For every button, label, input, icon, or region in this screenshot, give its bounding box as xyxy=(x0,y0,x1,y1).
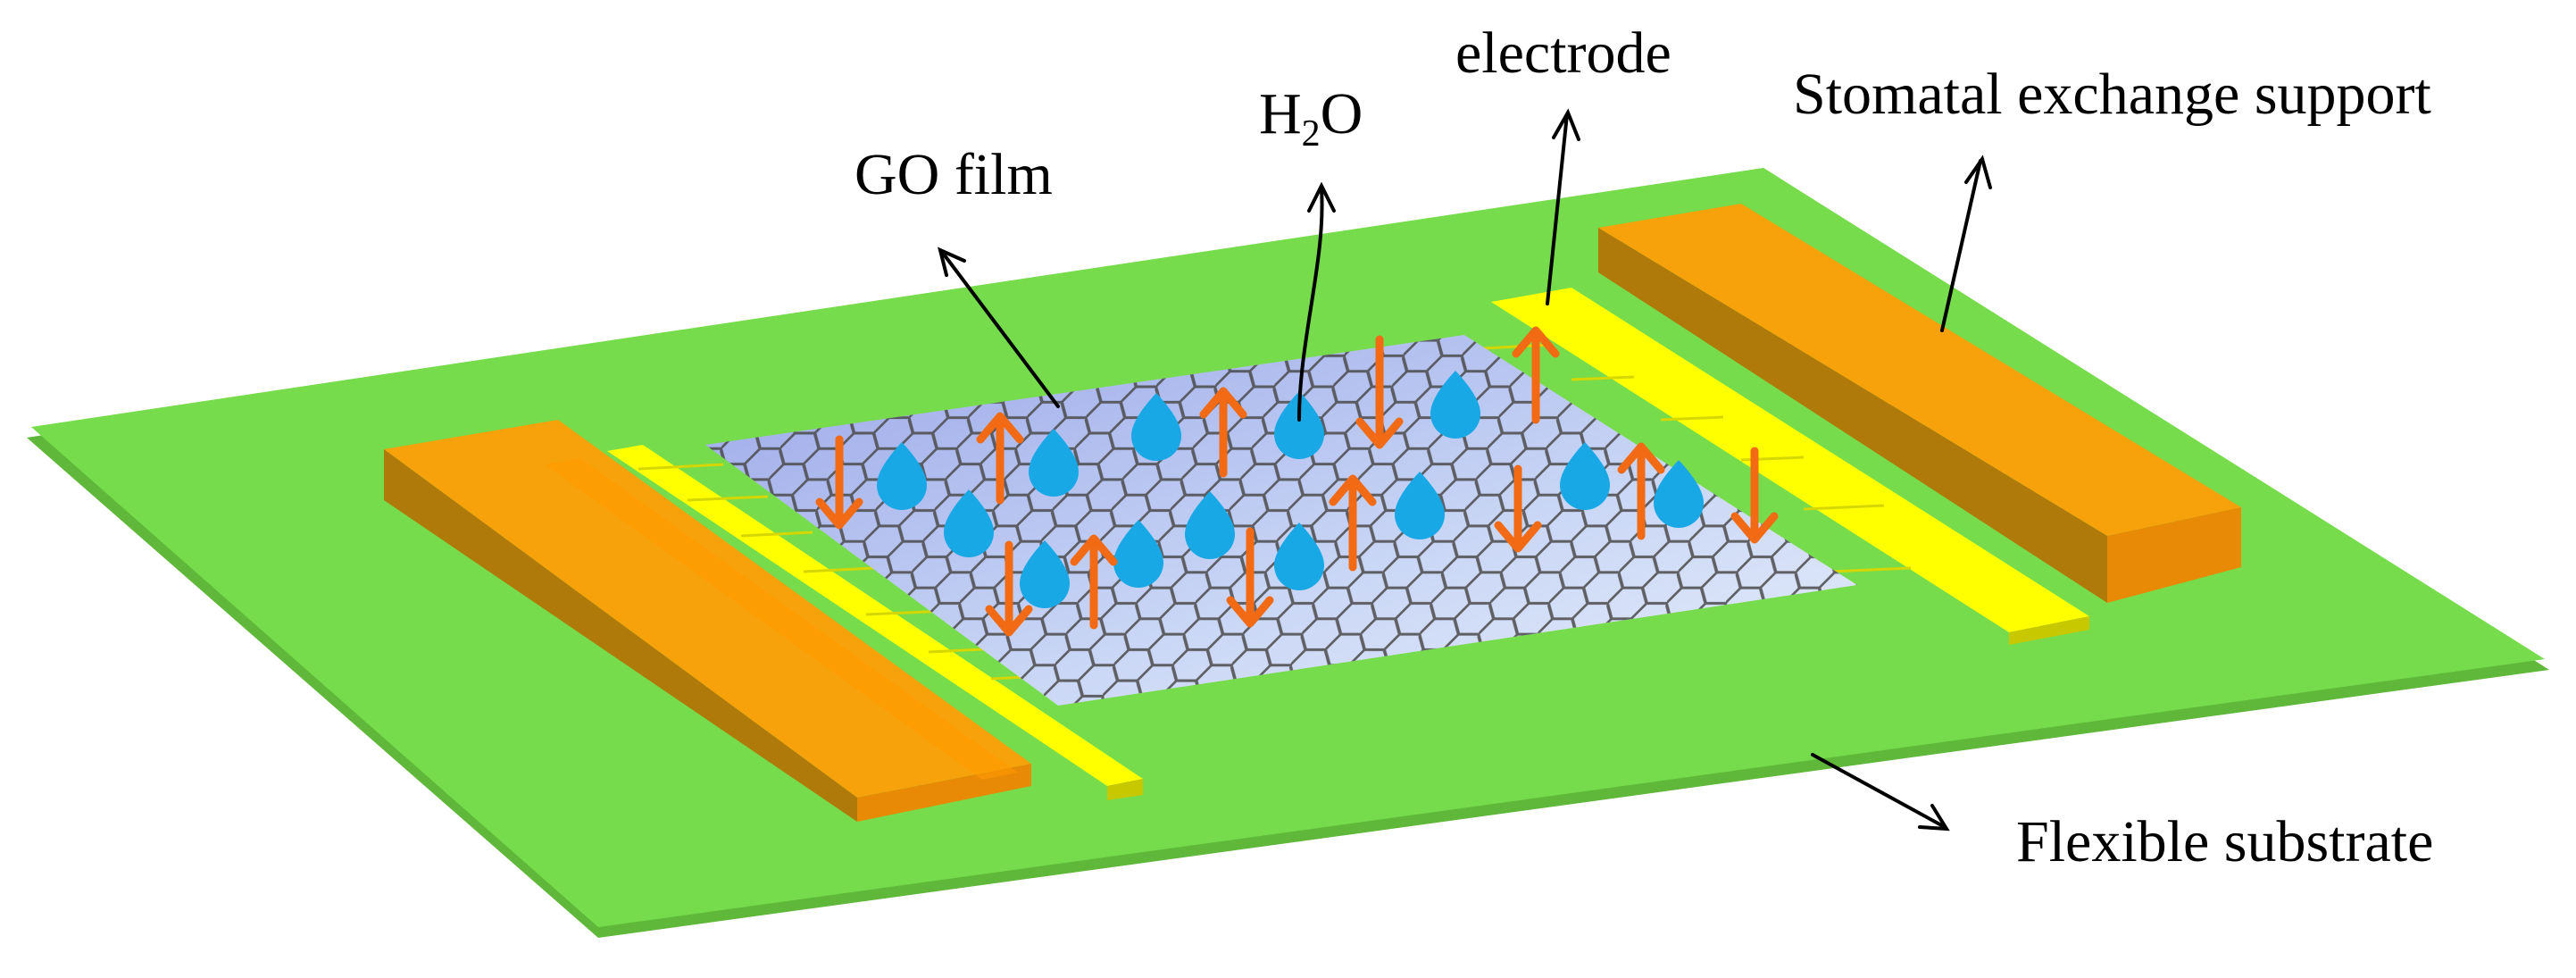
arrow-up-icon xyxy=(1512,326,1560,424)
electrode-leader-arrow xyxy=(1546,108,1580,305)
water-drops xyxy=(877,371,1704,608)
h2o-label-subscript: 2 xyxy=(1301,113,1321,155)
water-drop-icon xyxy=(1029,429,1079,497)
go-film-label: GO film xyxy=(854,142,1053,207)
h2o-leader-arrow xyxy=(1297,181,1336,422)
arrow-up-icon xyxy=(1199,387,1247,478)
water-drop-icon xyxy=(1395,472,1445,539)
flexible-substrate-label: Flexible substrate xyxy=(2016,809,2434,874)
arrow-up-icon xyxy=(1070,534,1118,630)
arrow-down-icon xyxy=(1355,335,1404,449)
arrow-down-icon xyxy=(1494,464,1542,553)
h2o-label-tail: O xyxy=(1320,81,1363,146)
arrow-up-icon xyxy=(1617,442,1665,540)
substrate-leader-arrow xyxy=(1811,753,1950,832)
h2o-label: H2O xyxy=(1259,85,1363,155)
left-stomatal-support xyxy=(384,420,1031,822)
water-drop-icon xyxy=(877,442,927,510)
water-drop-icon xyxy=(1113,520,1163,588)
electrode-label: electrode xyxy=(1455,21,1671,86)
arrow-down-icon xyxy=(1226,527,1274,628)
water-drop-icon xyxy=(944,489,994,557)
water-drop-icon xyxy=(1131,393,1181,461)
arrow-down-icon xyxy=(1730,447,1779,544)
arrow-down-icon xyxy=(985,540,1033,637)
stomatal-leader-arrow xyxy=(1940,155,1992,332)
water-drop-icon xyxy=(1274,391,1324,459)
h2o-label-main: H xyxy=(1259,81,1302,146)
flow-arrows xyxy=(815,326,1779,637)
stomatal-support-label: Stomatal exchange support xyxy=(1793,62,2431,127)
arrow-up-icon xyxy=(1329,474,1377,572)
water-drop-icon xyxy=(1560,442,1610,510)
water-drop-icon xyxy=(1274,522,1324,590)
arrow-down-icon xyxy=(815,435,863,530)
water-drop-icon xyxy=(1020,540,1070,608)
right-electrode xyxy=(1491,288,2089,645)
arrow-up-icon xyxy=(976,412,1024,505)
water-drop-icon xyxy=(1654,460,1704,528)
go-film-leader-arrow xyxy=(938,247,1060,408)
water-drop-icon xyxy=(1430,371,1480,439)
water-drop-icon xyxy=(1185,491,1235,559)
right-stomatal-support xyxy=(1598,204,2241,603)
leader-arrows xyxy=(938,108,1992,832)
